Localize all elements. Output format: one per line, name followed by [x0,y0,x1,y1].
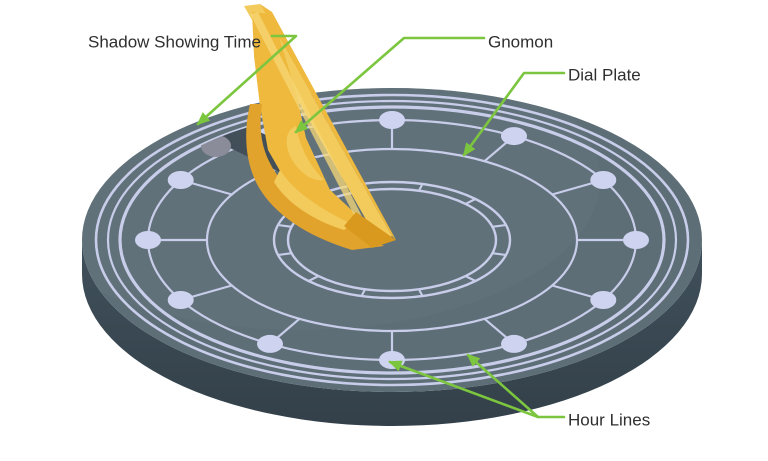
leader-shadow [196,34,298,126]
label-hour-lines: Hour Lines [568,410,650,429]
inner-band-tick [417,288,424,298]
inner-band-outer-ring [272,180,512,300]
rim-ring-inner [118,105,666,375]
gnomon-tip [344,212,396,248]
gnomon-cutout-lower [274,170,352,230]
gnomon-cutout-upper [286,126,324,181]
hour-marker [623,231,649,249]
gnomon-blade [244,4,396,250]
hour-marker [167,171,194,189]
rim-ring-middle [106,99,678,381]
inner-band-tick [360,288,367,298]
inner-band-tick [491,252,508,257]
plate-side-edge [82,240,702,426]
label-gnomon: Gnomon [488,32,553,51]
hour-marker [167,291,194,309]
hour-marker [590,171,617,189]
inner-band-tick [276,252,293,257]
inner-band-inner-ring [286,187,498,293]
label-dial-plate: Dial Plate [568,65,641,84]
hour-marker [379,111,405,129]
leader-gnomon [294,36,486,134]
gnomon-edge-face [260,4,396,240]
hour-marker [590,291,617,309]
leader-lines-group [196,34,566,419]
hour-marker [501,127,527,146]
gnomon-highlight [250,12,374,242]
leader-dial-plate [462,71,566,157]
inner-band-tick [464,197,477,205]
inner-band-tick [417,182,424,192]
inner-band-tick [491,223,508,228]
label-shadow-showing-time: Shadow Showing Time [88,32,261,51]
gnomon-foot [246,104,384,250]
inner-band-tick [464,275,477,283]
leader-hour-lines-b [466,353,540,419]
hour-marker [135,231,161,249]
rim-ring-outer [94,93,690,387]
inner-band-tick [276,223,293,228]
hour-marker [501,334,527,353]
hour-marker [257,334,283,353]
inner-band-tick [307,275,320,283]
